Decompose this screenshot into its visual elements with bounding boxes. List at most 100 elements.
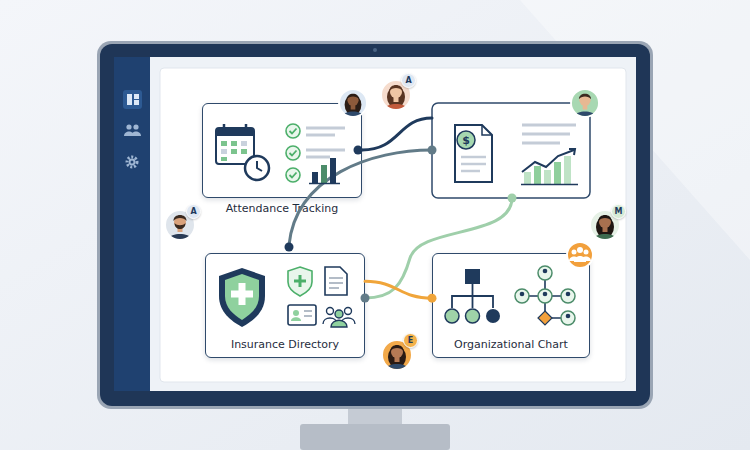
avatar-badge: M	[611, 204, 626, 219]
module-card: Organizational Chart	[432, 253, 590, 358]
avatar-icon	[583, 104, 588, 110]
trend-chart-icon	[524, 172, 531, 184]
avatar-icon	[572, 94, 598, 120]
payroll-document-icon	[455, 125, 492, 182]
card-title: Insurance Directory	[206, 338, 364, 351]
wire-dot	[285, 243, 294, 252]
avatar-icon	[389, 85, 402, 91]
trend-chart-icon	[564, 156, 571, 184]
module-card: Insurance Directory	[205, 253, 365, 358]
avatar-icon	[591, 215, 619, 243]
sidebar	[114, 57, 150, 391]
avatar-icon	[383, 364, 411, 373]
sidebar	[131, 132, 141, 137]
avatar-icon	[387, 86, 405, 108]
payroll-document-icon	[457, 131, 475, 149]
sidebar	[114, 57, 150, 391]
badge-letter: E	[408, 337, 413, 345]
payroll-document-icon	[482, 125, 492, 135]
payroll-lines	[522, 142, 560, 145]
avatar-icon	[173, 215, 186, 221]
card-title: Attendance Tracking	[203, 202, 361, 215]
currency-symbol: $	[462, 134, 470, 147]
monitor-frame	[97, 41, 653, 409]
content-panel	[160, 68, 626, 382]
avatar-icon	[579, 95, 590, 106]
payroll-card	[432, 103, 590, 198]
sidebar	[129, 159, 136, 166]
avatar-icon	[598, 215, 611, 221]
payroll-lines	[522, 125, 576, 143]
avatar-icon	[599, 216, 611, 228]
avatar-icon	[347, 94, 359, 100]
payroll-document-icon	[461, 156, 486, 159]
connector-line	[365, 281, 432, 298]
avatar-icon	[391, 346, 403, 358]
payroll-document-icon	[461, 163, 486, 166]
avatar-icon	[175, 223, 186, 229]
payroll-document-icon	[461, 170, 480, 173]
avatar-icon	[571, 89, 599, 120]
trend-chart-icon	[534, 166, 541, 184]
badge-letter: A	[190, 208, 196, 216]
avatar-icon	[382, 85, 410, 113]
monitor-frame	[100, 44, 650, 406]
connector-dot	[428, 294, 437, 303]
avatar-icon	[591, 234, 619, 243]
avatar-icon	[390, 86, 402, 98]
sidebar	[127, 157, 137, 167]
payroll-card	[432, 103, 590, 198]
avatar-icon	[166, 215, 194, 243]
avatar-icon	[166, 234, 194, 243]
avatar-icon	[394, 96, 399, 102]
payroll-lines	[522, 133, 570, 136]
avatar-icon	[382, 104, 410, 113]
sidebar	[131, 161, 134, 164]
sidebar	[134, 100, 139, 105]
avatar-icon	[178, 226, 183, 232]
sidebar	[126, 124, 131, 129]
avatar-icon	[174, 216, 186, 228]
avatar-icon	[388, 346, 406, 368]
monitor-frame	[373, 48, 377, 52]
trend-chart-icon	[554, 162, 561, 184]
monitor-stand	[300, 424, 450, 450]
monitor-frame	[114, 57, 636, 391]
avatar-icon	[571, 89, 599, 117]
trend-chart-icon	[521, 149, 578, 185]
avatar-icon	[579, 94, 591, 100]
trend-chart-icon	[544, 170, 551, 184]
trend-chart-icon	[522, 150, 574, 172]
avatar-badge: A	[401, 73, 416, 88]
avatar-badge: E	[403, 333, 418, 348]
payroll-lines	[522, 124, 576, 127]
avatar-icon	[572, 111, 598, 119]
sidebar	[127, 94, 132, 105]
monitor-stand	[300, 404, 450, 450]
avatar-icon	[383, 345, 411, 373]
trend-chart-icon	[569, 149, 575, 155]
avatar-badge: A	[186, 204, 201, 219]
avatar-icon	[596, 216, 614, 238]
card-title: Organizational Chart	[433, 338, 589, 351]
avatar-icon	[390, 345, 403, 351]
badge-letter: A	[405, 77, 411, 85]
avatar-icon	[395, 356, 400, 362]
trend-chart-icon	[521, 184, 578, 186]
module-card: Attendance Tracking	[202, 103, 362, 198]
avatar-icon	[603, 226, 608, 232]
payroll-document-icon	[455, 125, 492, 182]
wire-dot	[508, 194, 517, 203]
badge-letter: M	[615, 208, 623, 216]
sidebar	[123, 90, 142, 109]
monitor-frame	[97, 41, 653, 409]
layout-wire	[362, 118, 432, 150]
sidebar	[134, 94, 139, 99]
sidebar	[133, 124, 138, 129]
